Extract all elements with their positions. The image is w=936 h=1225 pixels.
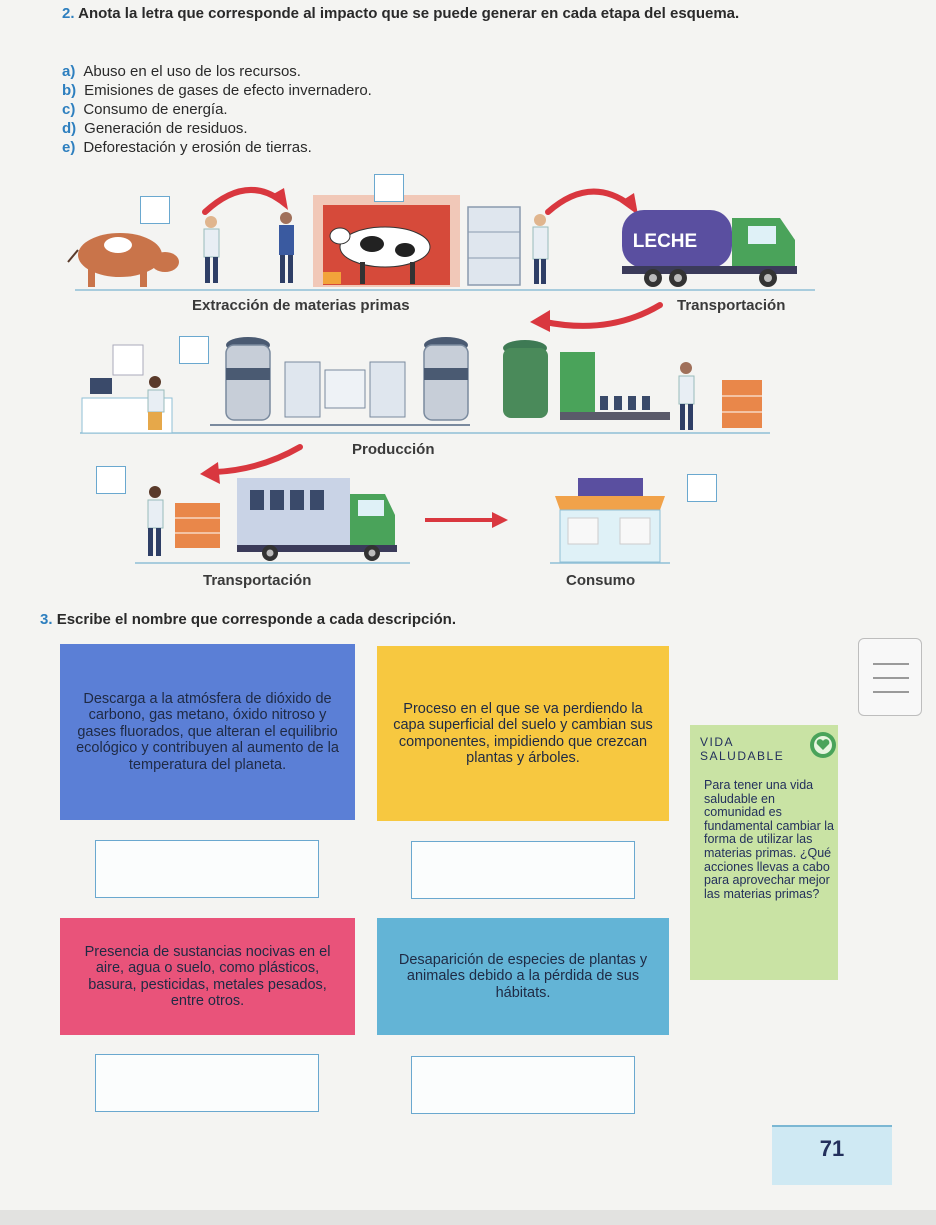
- store-illustration: [555, 478, 665, 563]
- worker-illustration: [279, 212, 294, 283]
- life-cycle-diagram: LECHE: [67, 186, 815, 564]
- question-2-text: Anota la letra que corresponde al impact…: [78, 5, 740, 22]
- healthy-life-text: Para tener una vida saludable en comunid…: [704, 778, 834, 901]
- vet-illustration: [532, 214, 549, 284]
- page-number-box: [772, 1125, 892, 1185]
- answer-field-3[interactable]: [95, 1054, 319, 1112]
- option-letter: c): [62, 101, 76, 118]
- option-b: b) Emisiones de gases de efecto invernade…: [62, 82, 372, 100]
- question-3-text: Escribe el nombre que corresponde a cada…: [56, 611, 456, 628]
- healthy-life-title: VIDA SALUDABLE: [700, 735, 784, 763]
- description-card-text: Descarga a la atmósfera de dióxido de ca…: [76, 690, 339, 773]
- option-text: Abuso en el uso de los recursos.: [83, 63, 301, 80]
- option-d: d) Generación de residuos.: [62, 120, 248, 138]
- processing-tanks-illustration: [210, 337, 470, 426]
- option-text: Generación de residuos.: [84, 120, 248, 137]
- farmer-illustration: [203, 216, 220, 283]
- question-2-title: 2. Anota la letra que corresponde al imp…: [62, 4, 742, 24]
- truck-label: LECHE: [633, 231, 697, 252]
- page-bottom-edge: [0, 1210, 936, 1225]
- description-card-text: Proceso en el que se va perdiendo la cap…: [393, 700, 653, 767]
- menu-line-icon: [873, 677, 909, 679]
- description-card-1: Descarga a la atmósfera de dióxido de ca…: [60, 644, 355, 820]
- stage-label-transport-2: Transportación: [203, 572, 312, 589]
- description-card-2: Proceso en el que se va perdiendo la cap…: [377, 646, 669, 821]
- cow-illustration: [67, 233, 179, 287]
- arrow-to-transport: [545, 188, 638, 215]
- milking-barn-illustration: [313, 195, 460, 287]
- arrow-to-distribution: [200, 444, 303, 484]
- heart-leaf-icon: [810, 732, 836, 758]
- arrow-to-consumption: [425, 512, 508, 528]
- description-card-text: Desaparición de especies de plantas y an…: [398, 951, 648, 1001]
- option-c: c) Consumo de energía.: [62, 101, 228, 119]
- milk-truck-illustration: LECHE: [622, 210, 797, 287]
- option-e: e) Deforestación y erosión de tierras.: [62, 139, 312, 157]
- option-letter: d): [62, 120, 77, 137]
- option-a: a) Abuso en el uso de los recursos.: [62, 63, 301, 81]
- option-letter: e): [62, 139, 76, 156]
- healthy-life-title-line-2: SALUDABLE: [700, 749, 785, 763]
- option-text: Emisiones de gases de efecto invernadero…: [84, 82, 372, 99]
- answer-field-4[interactable]: [411, 1056, 635, 1114]
- question-2-number: 2.: [62, 5, 75, 22]
- bottling-line-illustration: [503, 340, 762, 430]
- question-3-number: 3.: [40, 611, 53, 628]
- option-letter: b): [62, 82, 77, 99]
- answer-box-transport[interactable]: [96, 466, 126, 494]
- option-text: Consumo de energía.: [83, 101, 228, 118]
- answer-box-production[interactable]: [179, 336, 209, 364]
- answer-box-consumption[interactable]: [687, 474, 717, 502]
- page-number: 71: [819, 1136, 845, 1161]
- description-card-3: Presencia de sustancias nocivas en el ai…: [60, 918, 355, 1035]
- arrow-to-production: [530, 302, 663, 332]
- stage-label-consumption: Consumo: [566, 572, 636, 589]
- answer-box-extraction-1[interactable]: [140, 196, 170, 224]
- stage-label-extraction: Extracción de materias primas: [192, 297, 410, 314]
- option-text: Deforestación y erosión de tierras.: [83, 139, 312, 156]
- answer-box-extraction-2[interactable]: [374, 174, 404, 202]
- menu-button[interactable]: [858, 638, 922, 716]
- milk-tank-illustration: [467, 206, 521, 286]
- description-card-4: Desaparición de especies de plantas y an…: [377, 918, 669, 1035]
- healthy-life-title-line-1: VIDA: [700, 735, 735, 749]
- question-3-title: 3. Escribe el nombre que corresponde a c…: [40, 611, 456, 628]
- answer-field-2[interactable]: [411, 841, 635, 899]
- delivery-truck-illustration: [237, 478, 397, 561]
- menu-line-icon: [873, 691, 909, 693]
- arrow-extraction: [202, 186, 288, 215]
- option-letter: a): [62, 63, 76, 80]
- menu-line-icon: [873, 663, 909, 665]
- stage-label-production: Producción: [352, 441, 435, 458]
- healthy-life-box: [690, 725, 838, 980]
- lab-worker-illustration: [81, 344, 173, 434]
- description-card-text: Presencia de sustancias nocivas en el ai…: [84, 943, 331, 1010]
- stage-label-transport-1: Transportación: [677, 297, 786, 314]
- answer-field-1[interactable]: [95, 840, 319, 898]
- delivery-worker-illustration: [147, 486, 220, 556]
